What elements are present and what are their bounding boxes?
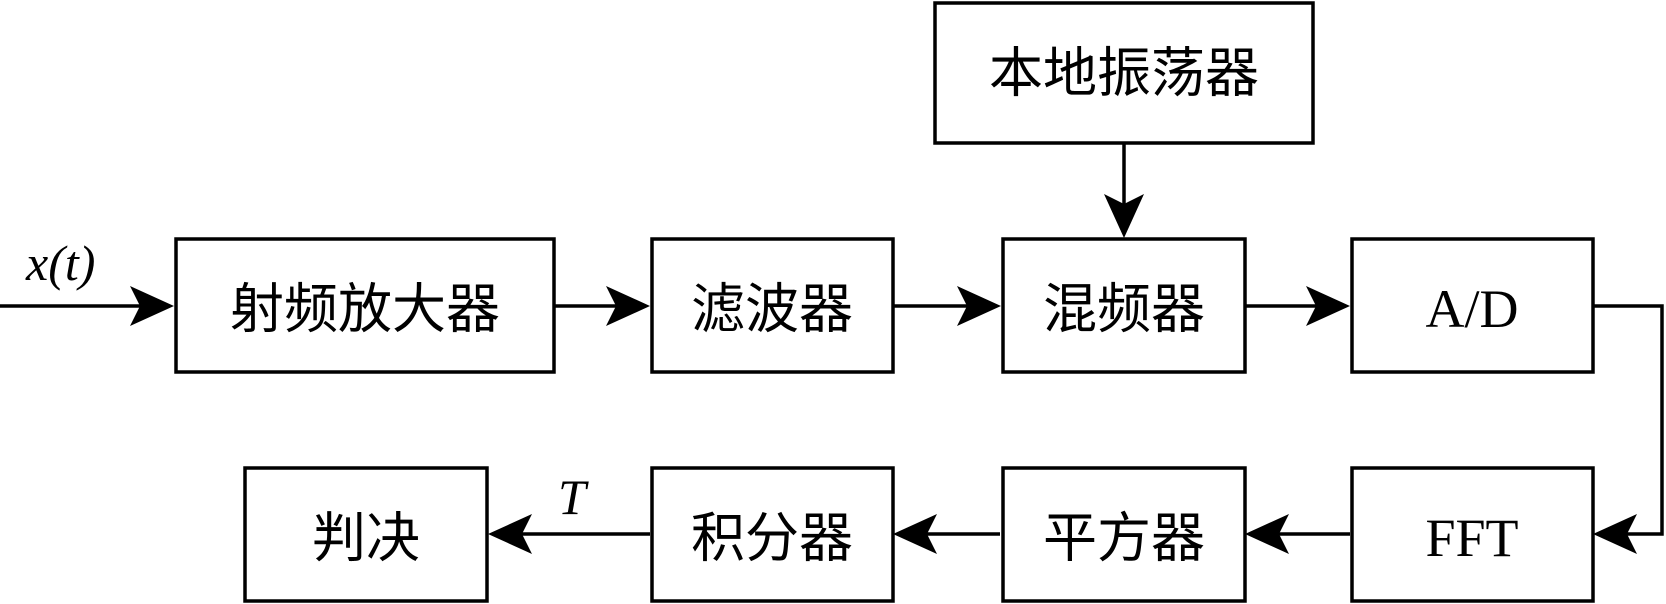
arrowhead-oscillator-into-mixer <box>1104 194 1144 238</box>
rf-amplifier-label: 射频放大器 <box>230 278 500 341</box>
arrowhead-into-rf-amplifier <box>130 286 174 326</box>
arrowhead-into-mixer <box>957 286 1001 326</box>
fft-label: FFT <box>1425 508 1518 568</box>
arrowhead-into-squarer <box>1245 514 1289 554</box>
mixer-block: 混频器 <box>1001 237 1247 374</box>
local-oscillator-block: 本地振荡器 <box>933 1 1315 145</box>
mixer-label: 混频器 <box>1043 278 1205 341</box>
filter-label: 滤波器 <box>691 278 853 341</box>
adc-block: A/D <box>1350 237 1595 374</box>
squarer-label: 平方器 <box>1043 507 1205 570</box>
input-signal-label: x(t) <box>25 235 95 291</box>
arrowhead-into-adc <box>1306 286 1350 326</box>
threshold-label: T <box>558 469 589 525</box>
arrowhead-into-filter <box>606 286 650 326</box>
decision-label: 判决 <box>312 507 420 570</box>
arrowhead-into-integrator <box>893 514 937 554</box>
filter-block: 滤波器 <box>650 237 895 374</box>
squarer-block: 平方器 <box>1001 466 1247 603</box>
fft-block: FFT <box>1350 466 1595 603</box>
arrowhead-into-fft <box>1593 514 1637 554</box>
adc-to-fft-line <box>1593 304 1664 536</box>
rf-amplifier-block: 射频放大器 <box>174 237 556 374</box>
adc-label: A/D <box>1426 279 1519 339</box>
integrator-label: 积分器 <box>691 507 853 570</box>
integrator-block: 积分器 <box>650 466 895 603</box>
local-oscillator-label: 本地振荡器 <box>989 42 1259 105</box>
decision-block: 判决 <box>243 466 489 603</box>
arrowhead-into-decision <box>488 514 532 554</box>
